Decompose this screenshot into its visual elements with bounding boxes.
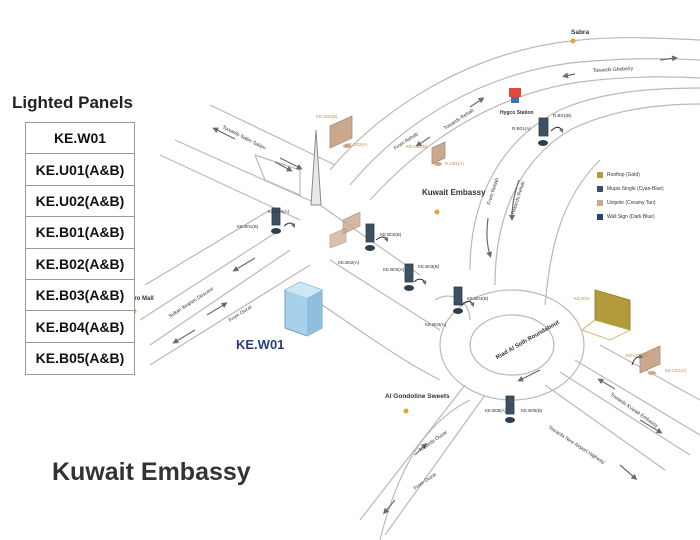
roundabout-label: Riad Al Solh Roundabout	[495, 320, 560, 361]
legend: Rooftop (Gold) Mupis Single (Cyan-Blue) …	[597, 168, 664, 224]
panel-label-b01b-right: R.B01(B)	[553, 113, 572, 118]
mupis-panels	[271, 117, 549, 415]
panel-label-b05a: KE.B05(A)	[485, 408, 507, 413]
panel-code-labels: KE.U02(B) KE.U02(A) KE.U01(B) R.U01(A) R…	[237, 113, 687, 413]
legend-label-mupis: Mupis Single (Cyan-Blue)	[607, 186, 664, 192]
panel-item-keb01: KE.B01(A&B)	[26, 217, 134, 249]
panel-list: KE.W01 KE.U01(A&B) KE.U02(A&B) KE.B01(A&…	[25, 122, 135, 376]
legend-label-unipole: Unipole (Creamy Tan)	[607, 200, 656, 206]
panel-label-b02a: KE.B02(A)	[338, 260, 360, 265]
panel-item-keu01: KE.U01(A&B)	[26, 154, 134, 186]
al-gondoline-label: Al Gondoline Sweets	[385, 393, 450, 400]
hygco-label: Hygco Station	[500, 110, 534, 116]
unipole-panels	[329, 115, 661, 374]
kew01-building	[284, 281, 323, 337]
hygco-station-icon	[509, 88, 521, 103]
panel-label-b03a: KE.B03(A)	[383, 267, 405, 272]
traffic-arrows	[172, 55, 678, 515]
legend-label-rooftop: Rooftop (Gold)	[607, 172, 640, 178]
legend-swatch-wallsign	[597, 214, 603, 220]
legend-swatch-unipole	[597, 200, 603, 206]
from-ouzai-label-2: From Ouzai	[413, 472, 438, 492]
centro-mall-label: Centro Mall	[121, 296, 154, 302]
sabra-label: Sabra	[571, 29, 589, 36]
panel-label-u01a-top: R.U01(A)	[445, 161, 464, 166]
map-title: Kuwait Embassy	[52, 458, 251, 486]
legend-item-wallsign: Wall Sign (Dark Blue)	[597, 210, 664, 224]
legend-swatch-rooftop	[597, 172, 603, 178]
panel-label-b01a-right: R.B01(A)	[512, 126, 531, 131]
panel-label-u01b-east: KE.U01(B)	[626, 353, 648, 358]
legend-item-rooftop: Rooftop (Gold)	[597, 168, 664, 182]
legend-item-unipole: Unipole (Creamy Tan)	[597, 196, 664, 210]
building-label: KE.W01	[236, 337, 285, 352]
panel-list-title: Lighted Panels	[12, 93, 133, 112]
rooftop-panel	[581, 289, 632, 341]
panel-item-keb02: KE.B02(A&B)	[26, 249, 134, 280]
legend-swatch-mupis	[597, 186, 603, 192]
panel-item-keu02: KE.U02(A&B)	[26, 186, 134, 218]
panel-label-b04a: KE.B04(A)	[425, 322, 447, 327]
panel-item-kew01: KE.W01	[26, 123, 134, 155]
legend-label-wallsign: Wall Sign (Dark Blue)	[607, 214, 655, 220]
obelisk-monument	[310, 129, 322, 206]
panel-label-b01a: KE.B01(A)	[268, 209, 290, 214]
towards-airport-label: Towards New Airport Highway	[547, 425, 606, 466]
towards-ghobeiry-label: Towards Ghobeiry	[593, 66, 634, 74]
panel-pointer-arrows	[283, 126, 644, 366]
panel-label-u01b: KE.U01(B)	[406, 144, 428, 149]
towards-kuwait-embassy-label: Towards Kuwait Embassy	[609, 392, 660, 430]
panel-label-r01: KE.R01	[574, 296, 590, 301]
panel-label-u02b: KE.U02(B)	[316, 114, 338, 119]
panel-bases	[271, 140, 656, 423]
panel-item-keb03: KE.B03(A&B)	[26, 280, 134, 312]
panel-label-b01b: KE.B01(B)	[237, 224, 259, 229]
panel-label-u01a-east: KE.U01(A)	[665, 368, 687, 373]
panel-label-b04b: KE.B04(B)	[467, 296, 489, 301]
panel-label-u02a: KE.U02(A)	[346, 142, 368, 147]
legend-item-mupis: Mupis Single (Cyan-Blue)	[597, 182, 664, 196]
panel-item-keb04: KE.B04(A&B)	[26, 311, 134, 343]
panel-label-b05b: KE.B05(B)	[521, 408, 543, 413]
panel-label-b02b: KE.B02(B)	[380, 232, 402, 237]
from-rehab-label-2: From Rehab	[486, 177, 500, 205]
towards-rehab-label-2: Towards Rehab	[510, 181, 527, 216]
panel-item-keb05: KE.B05(A&B)	[35, 350, 125, 367]
kuwait-embassy-label: Kuwait Embassy	[422, 188, 486, 197]
panel-label-b03b: KE.B03(B)	[418, 264, 440, 269]
